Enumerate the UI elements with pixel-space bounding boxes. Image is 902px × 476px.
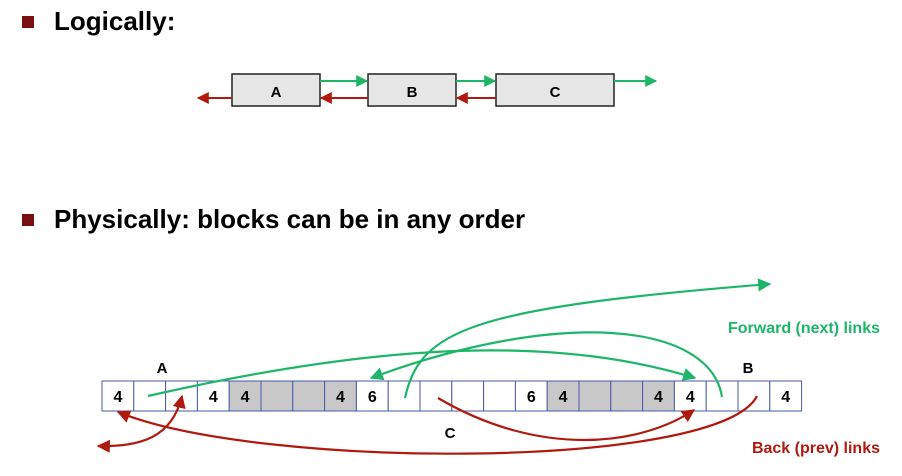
memory-cell-value: 4 bbox=[559, 389, 568, 406]
memory-cell-value: 4 bbox=[781, 389, 790, 406]
back-link-c-to-b bbox=[437, 397, 696, 441]
memory-cell-value: 4 bbox=[654, 389, 663, 406]
logical-block-a-label: A bbox=[271, 84, 282, 101]
physical-heading-row: Physically: blocks can be in any order bbox=[22, 204, 525, 235]
forward-link-c-out bbox=[403, 278, 772, 399]
memory-cell bbox=[451, 380, 485, 412]
logical-block-c-label: C bbox=[550, 84, 561, 101]
memory-cell bbox=[228, 380, 262, 412]
forward-links-label: Forward (next) links bbox=[728, 320, 880, 337]
logical-block-b bbox=[367, 73, 457, 107]
memory-cell bbox=[610, 380, 644, 412]
memory-cell bbox=[419, 380, 453, 412]
bullet-square-icon bbox=[22, 15, 34, 28]
memory-cell-value: 6 bbox=[527, 389, 536, 406]
forward-link-b-to-c bbox=[369, 331, 724, 398]
memory-cell-value: 4 bbox=[209, 389, 218, 406]
memory-cell bbox=[769, 380, 803, 412]
memory-cell bbox=[260, 380, 294, 412]
memory-cell-value: 4 bbox=[113, 389, 122, 406]
memory-cell bbox=[737, 380, 771, 412]
logical-heading: Logically: bbox=[54, 6, 176, 36]
block-b-label: B bbox=[743, 360, 754, 377]
memory-cell bbox=[355, 380, 389, 412]
logical-list: A B C bbox=[196, 73, 658, 107]
logical-block-a bbox=[231, 73, 321, 107]
memory-cell bbox=[196, 380, 230, 412]
memory-cell bbox=[387, 380, 421, 412]
memory-cell bbox=[578, 380, 612, 412]
logical-heading-row: Logically: bbox=[22, 6, 175, 37]
back-links-label: Back (prev) links bbox=[752, 440, 880, 457]
memory-cell bbox=[292, 380, 326, 412]
logical-block-b-label: B bbox=[407, 84, 418, 101]
memory-cell-value: 4 bbox=[686, 389, 695, 406]
memory-cell bbox=[673, 380, 707, 412]
forward-link-a-to-b bbox=[147, 349, 697, 398]
memory-cell bbox=[546, 380, 580, 412]
bullet-square-icon bbox=[22, 213, 34, 226]
back-link-b-to-a bbox=[116, 395, 758, 455]
memory-cell bbox=[483, 380, 516, 412]
physical-heading: Physically: blocks can be in any order bbox=[54, 204, 526, 234]
memory-cell-value: 4 bbox=[241, 389, 250, 406]
memory-cell-value: 4 bbox=[336, 389, 345, 406]
memory-cell-value: 6 bbox=[368, 389, 377, 406]
back-link-a-out bbox=[96, 394, 186, 453]
block-c-label: C bbox=[445, 425, 456, 442]
memory-cell bbox=[642, 380, 675, 412]
block-a-label: A bbox=[157, 360, 168, 377]
logical-block-c bbox=[495, 73, 615, 107]
